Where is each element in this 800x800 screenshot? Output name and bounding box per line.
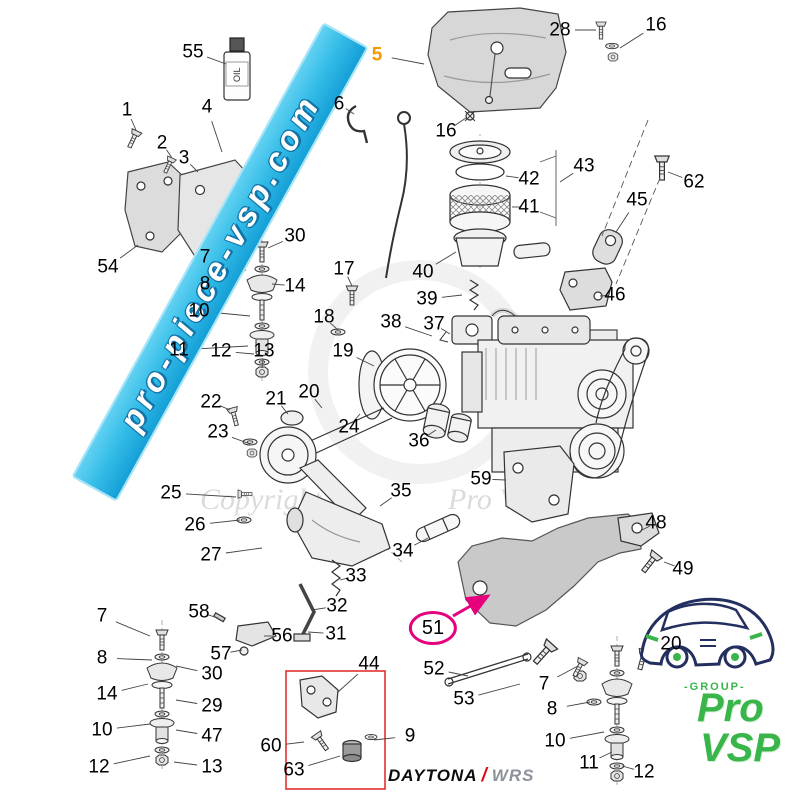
drawing-root: OIL <box>123 7 670 790</box>
heat-shield <box>427 7 567 113</box>
flywheel-and-belt <box>307 348 447 455</box>
oil-label: OIL <box>232 67 242 82</box>
detail-box <box>285 670 386 790</box>
oil-bottle: OIL <box>223 37 251 101</box>
bracket-46 <box>559 267 613 311</box>
bracket-51-highlighted <box>457 513 642 627</box>
dipstick <box>346 104 411 279</box>
rollers-and-pin <box>415 403 472 543</box>
bracket-59 <box>503 445 575 523</box>
air-filter-assembly <box>439 110 551 345</box>
bracket-48 <box>617 512 663 577</box>
clamp-45 <box>592 229 623 265</box>
highlight-arrow <box>452 594 491 618</box>
reference-lines <box>539 119 661 285</box>
engine-block <box>461 315 650 479</box>
variator-assembly <box>212 410 403 656</box>
